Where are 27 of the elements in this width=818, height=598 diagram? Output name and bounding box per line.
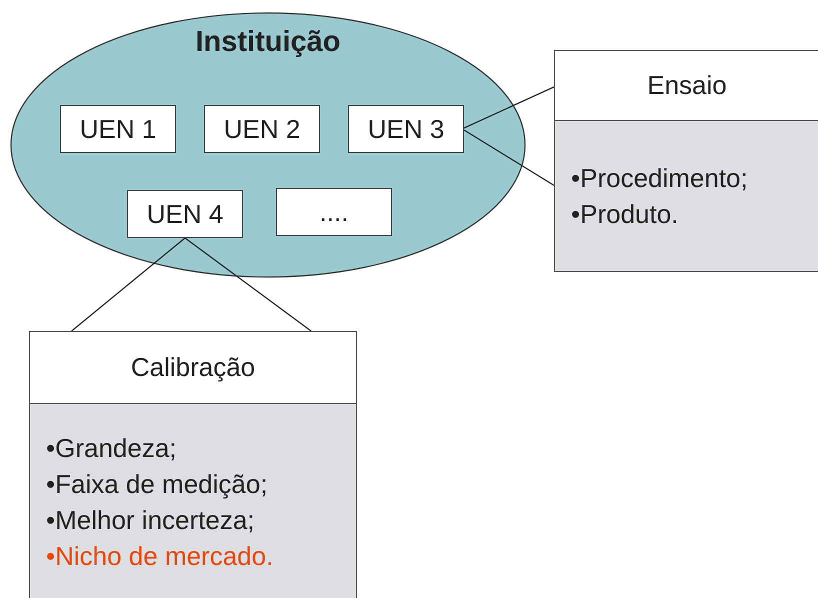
connector-line	[464, 129, 554, 186]
unit-label: UEN 3	[368, 114, 444, 144]
bullet-item: •Melhor incerteza;	[46, 504, 256, 536]
unit-box	[204, 105, 320, 153]
connector-line	[464, 86, 554, 129]
unit-label: UEN 2	[224, 114, 300, 144]
unit-box	[127, 190, 243, 238]
bullet-item: •Grandeza;	[46, 432, 178, 464]
group-title: Instituição	[194, 26, 342, 59]
bullet-item: •Nicho de mercado.	[46, 540, 274, 572]
bullet-item: •Procedimento;	[571, 162, 749, 195]
card-title: Calibração	[130, 352, 256, 383]
unit-box	[60, 105, 176, 153]
unit-label: UEN 4	[146, 198, 224, 230]
unit-box	[276, 188, 392, 236]
card-body	[29, 403, 357, 598]
bullet-item: •Produto.	[571, 198, 680, 231]
bullet-item: •Faixa de medição;	[46, 468, 269, 500]
card-body	[554, 120, 818, 272]
unit-label: UEN 1	[80, 114, 156, 144]
card-header	[554, 50, 818, 121]
card-header	[29, 331, 357, 404]
connector-line	[71, 238, 186, 332]
unit-label: ....	[320, 196, 348, 228]
unit-box	[348, 105, 464, 153]
connector-line	[184, 238, 312, 332]
card-title: Ensaio	[647, 70, 727, 101]
